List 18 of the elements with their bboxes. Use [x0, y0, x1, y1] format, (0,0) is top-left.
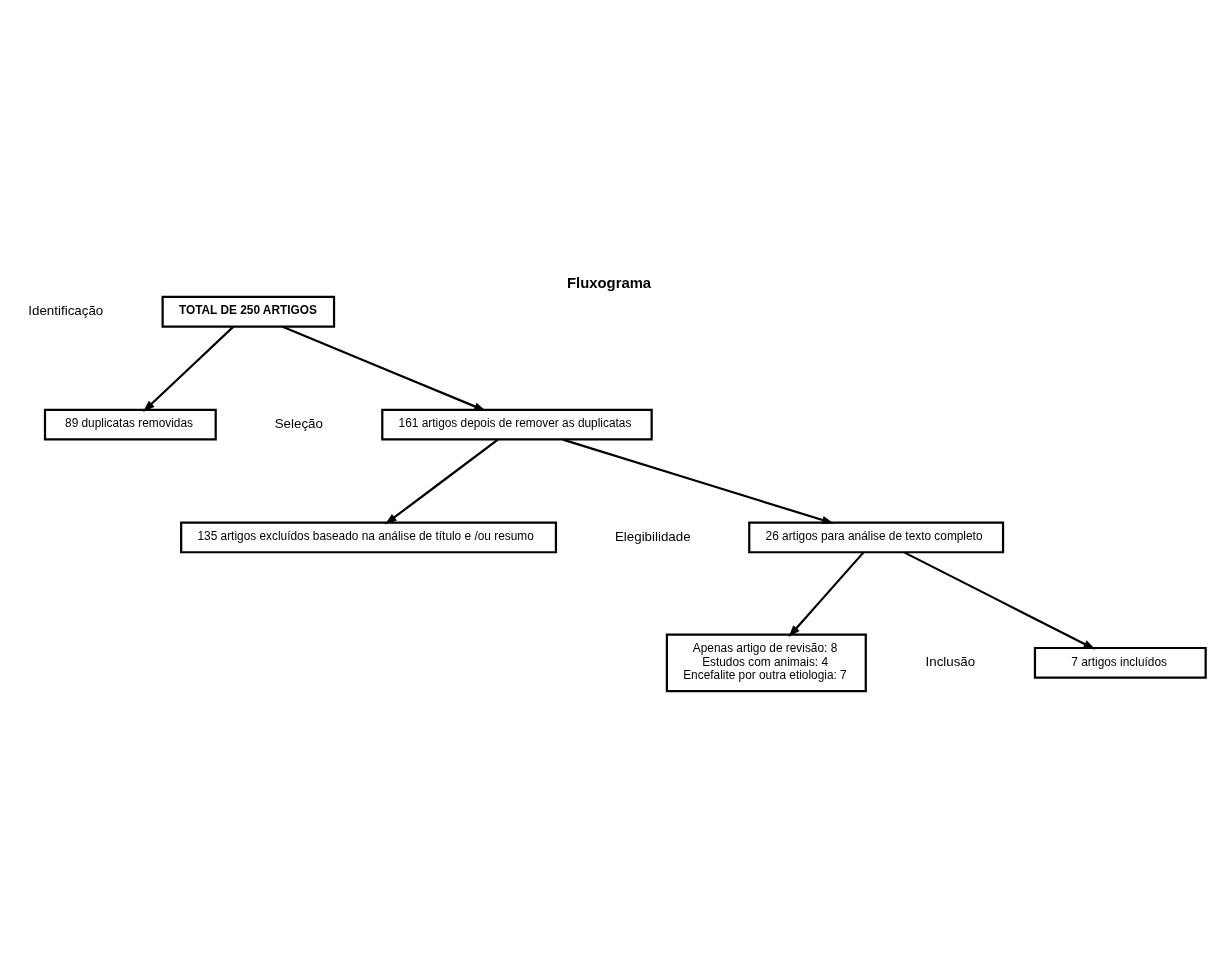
- label: Inclusão: [925, 654, 976, 670]
- node-box: 161 artigos depois de remover as duplicatas: [381, 408, 653, 441]
- label: Identificação: [28, 303, 104, 319]
- node-box: 7 artigos incluídos: [1033, 646, 1207, 679]
- node-box: 89 duplicatas removidas: [43, 408, 217, 441]
- label: Seleção: [274, 415, 323, 431]
- node-box: Apenas artigo de revisão: 8 Estudos com animais: 4 Encefalite por outra etiologia: 7: [665, 633, 867, 693]
- arrow: [143, 326, 234, 412]
- arrow: [562, 438, 834, 524]
- node-box: 135 artigos excluídos baseado na análise de título e /ou resumo: [180, 521, 558, 554]
- arrow: [903, 551, 1096, 650]
- node-box: 26 artigos para análise de texto completo: [748, 521, 1005, 554]
- node-box: TOTAL DE 250 ARTIGOS: [161, 295, 336, 328]
- diagram-title: Fluxograma: [567, 275, 652, 292]
- label: Elegibilidade: [614, 528, 691, 544]
- arrow: [788, 551, 865, 638]
- arrow: [384, 438, 499, 525]
- arrow: [282, 325, 486, 412]
